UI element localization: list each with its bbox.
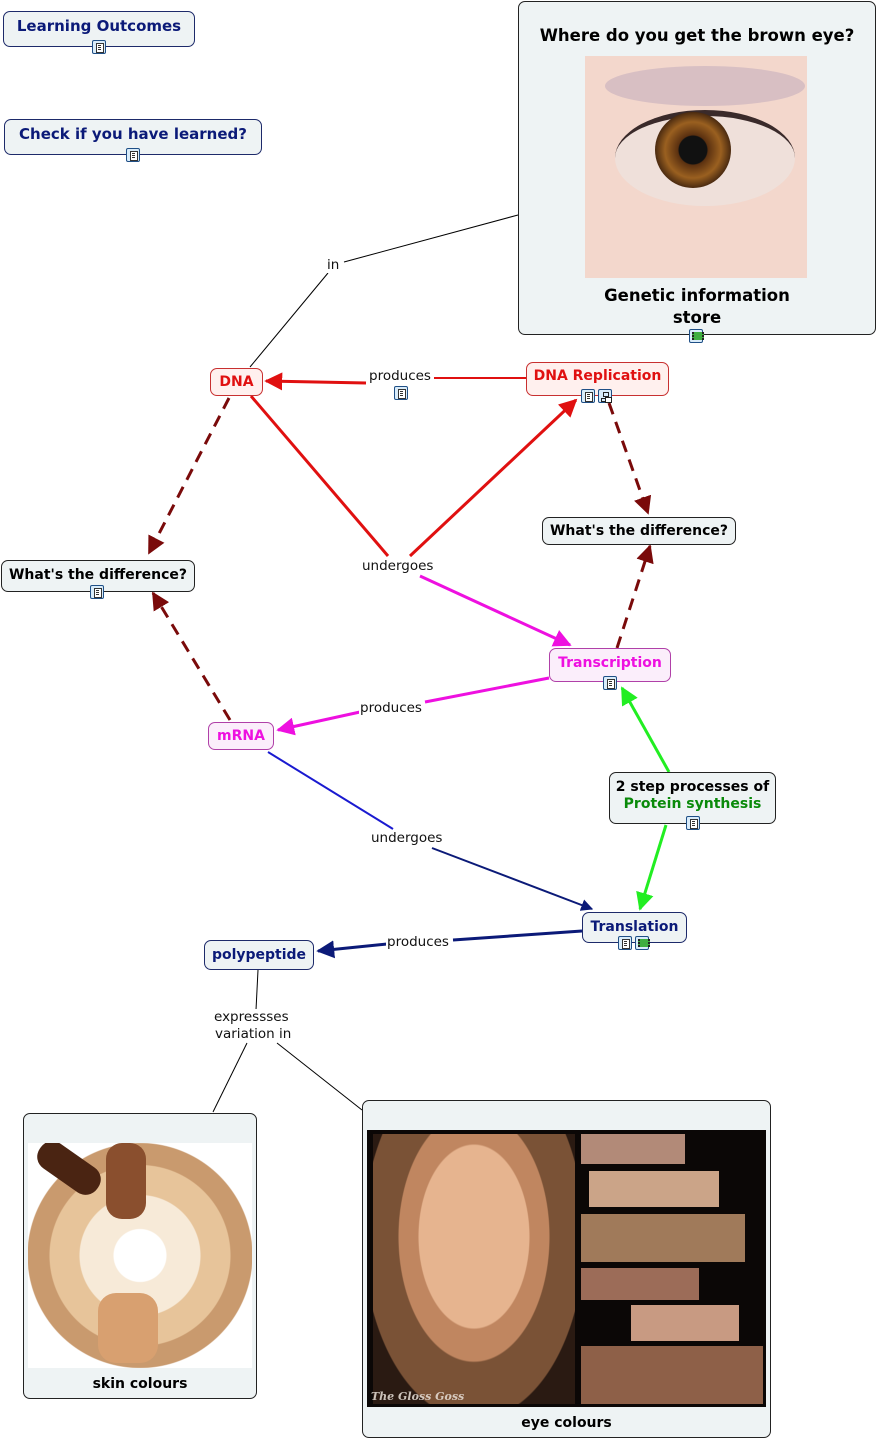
node-polypeptide[interactable]: polypeptide <box>204 940 314 970</box>
dark-hand <box>31 1143 107 1201</box>
node-skin-colours[interactable]: skin colours <box>23 1113 257 1399</box>
link-produces-poly <box>316 940 388 959</box>
iris <box>655 112 731 188</box>
link-green <box>620 686 671 773</box>
node-label: Protein synthesis <box>623 796 762 812</box>
node-label: eye colours <box>521 1415 612 1431</box>
node-label: Translation <box>590 919 679 935</box>
link-label-produces: produces <box>359 700 423 716</box>
link-undergoes-mrna <box>267 751 394 830</box>
node-label: Learning Outcomes <box>16 17 182 35</box>
link-in <box>249 272 329 368</box>
hands-image <box>28 1143 252 1368</box>
link-in <box>343 214 519 263</box>
link-label-in: in <box>326 257 341 273</box>
eye-strip <box>581 1346 763 1404</box>
document-icon[interactable] <box>126 148 140 162</box>
link-label-expresses: variation in <box>214 1026 293 1042</box>
link-undergoes-dna <box>408 398 578 558</box>
link-dashed <box>607 402 652 515</box>
link-dashed <box>151 591 232 721</box>
node-label: skin colours <box>92 1376 188 1392</box>
link-expresses <box>255 969 259 1011</box>
eye-strip <box>631 1305 739 1341</box>
portrait <box>373 1134 575 1404</box>
link-label-produces: produces <box>386 934 450 950</box>
node-protein-synthesis[interactable]: 2 step processes of Protein synthesis <box>609 772 776 824</box>
node-dna-replication[interactable]: DNA Replication <box>526 362 669 396</box>
eye-colours-image: The Gloss Goss <box>367 1130 766 1407</box>
node-mrna[interactable]: mRNA <box>208 722 274 750</box>
document-icon[interactable] <box>394 386 408 400</box>
eye-shape <box>605 66 805 106</box>
brown-hand <box>106 1143 146 1219</box>
link-produces-dna <box>264 372 367 391</box>
brown-eye-image <box>585 56 807 278</box>
node-translation[interactable]: Translation <box>582 912 687 943</box>
document-icon[interactable] <box>90 585 104 599</box>
eye-strip <box>581 1214 745 1262</box>
genetic-store-label: Genetic information <box>604 286 790 305</box>
node-dna[interactable]: DNA <box>210 368 263 396</box>
link-label-expresses: expressses <box>213 1009 290 1025</box>
node-label: DNA Replication <box>533 368 662 384</box>
link-produces-mrna <box>276 710 361 736</box>
link-expresses <box>276 1042 363 1111</box>
film-icon[interactable] <box>635 936 650 950</box>
node-label: Transcription <box>558 655 662 671</box>
link-label-produces: produces <box>368 368 432 384</box>
link-expresses <box>212 1042 248 1113</box>
node-label: 2 step processes of <box>615 779 770 795</box>
document-icon[interactable] <box>618 936 632 950</box>
watermark: The Gloss Goss <box>371 1390 465 1403</box>
link-label-undergoes: undergoes <box>370 830 444 846</box>
node-label: polypeptide <box>211 947 307 963</box>
node-check-learned[interactable]: Check if you have learned? <box>4 119 262 155</box>
film-icon[interactable] <box>689 329 704 343</box>
brown-eye-question: Where do you get the brown eye? <box>539 26 855 45</box>
node-eye-colours[interactable]: The Gloss Goss eye colours <box>362 1100 771 1438</box>
document-icon[interactable] <box>581 389 595 403</box>
link-produces-mrna <box>424 676 550 704</box>
eye-strip <box>581 1134 685 1164</box>
tan-hand <box>98 1293 158 1363</box>
node-label: DNA <box>219 374 254 390</box>
node-genetic-information-store[interactable]: Where do you get the brown eye? Genetic … <box>518 1 876 335</box>
link-undergoes-dna <box>249 395 390 557</box>
link-undergoes-mrna <box>431 847 594 911</box>
node-difference-right[interactable]: What's the difference? <box>542 517 736 545</box>
eye-strip <box>581 1268 699 1300</box>
link-dashed <box>615 544 654 649</box>
link-dashed <box>147 397 231 555</box>
node-label: mRNA <box>217 728 265 744</box>
genetic-store-label: store <box>672 308 722 327</box>
node-label: What's the difference? <box>549 523 728 539</box>
document-icon[interactable] <box>603 676 617 690</box>
node-label: Check if you have learned? <box>19 125 247 143</box>
link-green <box>636 824 668 911</box>
node-label: What's the difference? <box>8 567 187 583</box>
link-label-undergoes: undergoes <box>361 558 435 574</box>
link-produces-poly <box>452 929 583 942</box>
document-icon[interactable] <box>92 40 106 54</box>
eye-strip <box>589 1171 719 1207</box>
document-icon[interactable] <box>686 816 700 830</box>
link-undergoes-dna <box>419 574 572 647</box>
concept-map-icon[interactable] <box>598 389 612 403</box>
